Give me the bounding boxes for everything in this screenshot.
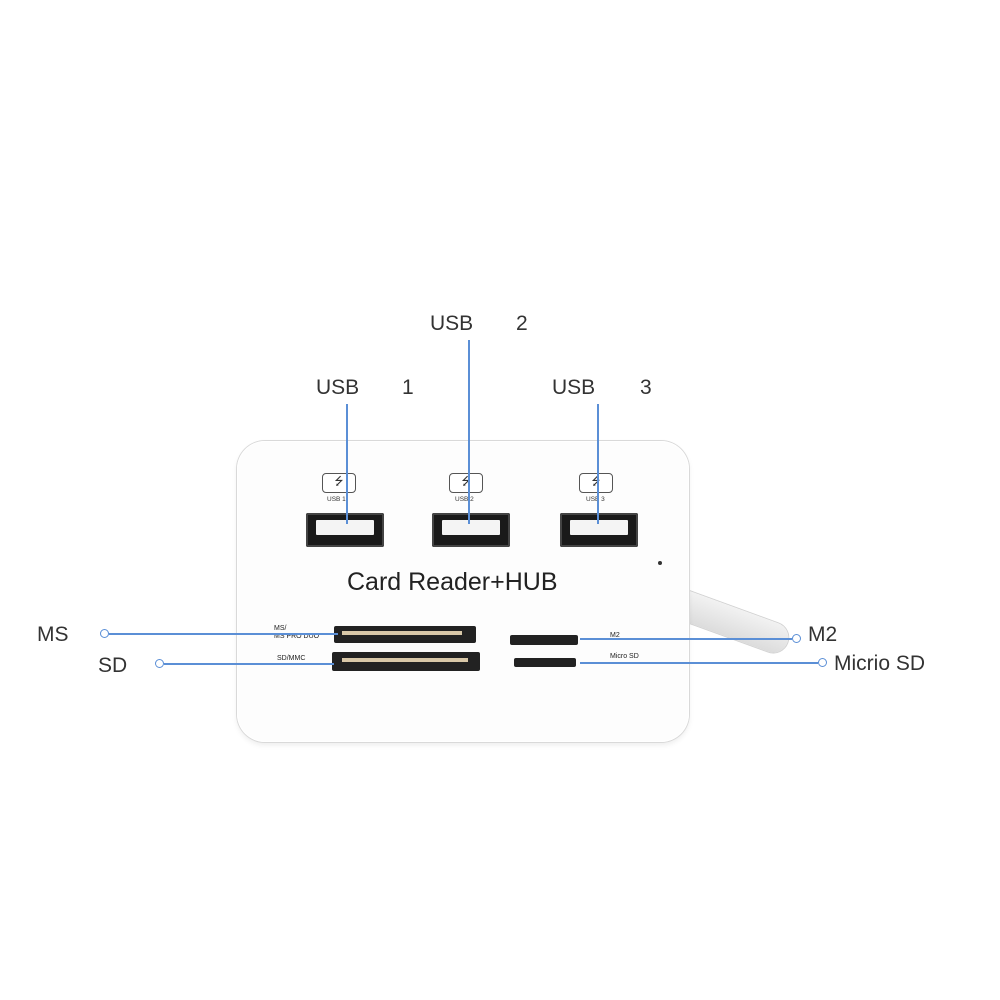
leader-line-usb2 [468,340,470,524]
callout-usb2-number: 2 [516,312,528,335]
leader-line-sd [164,663,334,665]
device-brand-label: Card Reader+HUB [347,568,558,596]
callout-usb3-label: USB [552,376,596,399]
usb-symbol-icon: ⭍ [579,473,613,493]
microsd-slot-label: Micro SD [610,653,639,660]
usb-port-3[interactable] [560,513,638,547]
port-caption-usb1: USB 1 [327,496,346,503]
callout-sd-label: SD [98,654,128,677]
usb-port-2[interactable] [432,513,510,547]
callout-microsd-label: Micrio SD [834,652,926,675]
usb-symbol-icon: ⭍ [449,473,483,493]
m2-slot-label: M2 [610,632,620,639]
ms-card-slot[interactable] [334,626,476,643]
port-caption-usb2: USB 2 [455,496,474,503]
callout-usb1-label: USB [316,376,360,399]
ms-slot-label-line1: MS/ [274,625,287,632]
callout-ms-label: MS [37,623,69,646]
usb-cable [678,590,793,657]
microsd-card-slot[interactable] [514,658,576,667]
port-caption-usb3: USB 3 [586,496,605,503]
m2-card-slot[interactable] [510,635,578,645]
sd-slot-label: SD/MMC [277,655,306,662]
callout-m2-label: M2 [808,623,838,646]
usb-port-1[interactable] [306,513,384,547]
leader-line-m2 [580,638,792,640]
callout-m2-dot [792,634,801,643]
leader-line-usb3 [597,404,599,524]
sd-card-slot[interactable] [332,652,480,671]
callout-ms-dot [100,629,109,638]
card-reader-hub-device: ⭍ USB 1 ⭍ USB 2 ⭍ USB 3 Card Reader+HUB … [237,441,689,742]
leader-line-microsd [580,662,818,664]
callout-sd-dot [155,659,164,668]
callout-usb3-number: 3 [640,376,652,399]
usb-symbol-icon: ⭍ [322,473,356,493]
leader-line-ms [109,633,338,635]
callout-microsd-dot [818,658,827,667]
ms-slot-label-line2: MS PRO DUO [274,633,320,640]
callout-usb2-label: USB [430,312,474,335]
status-led [658,561,662,565]
callout-usb1-number: 1 [402,376,414,399]
leader-line-usb1 [346,404,348,524]
